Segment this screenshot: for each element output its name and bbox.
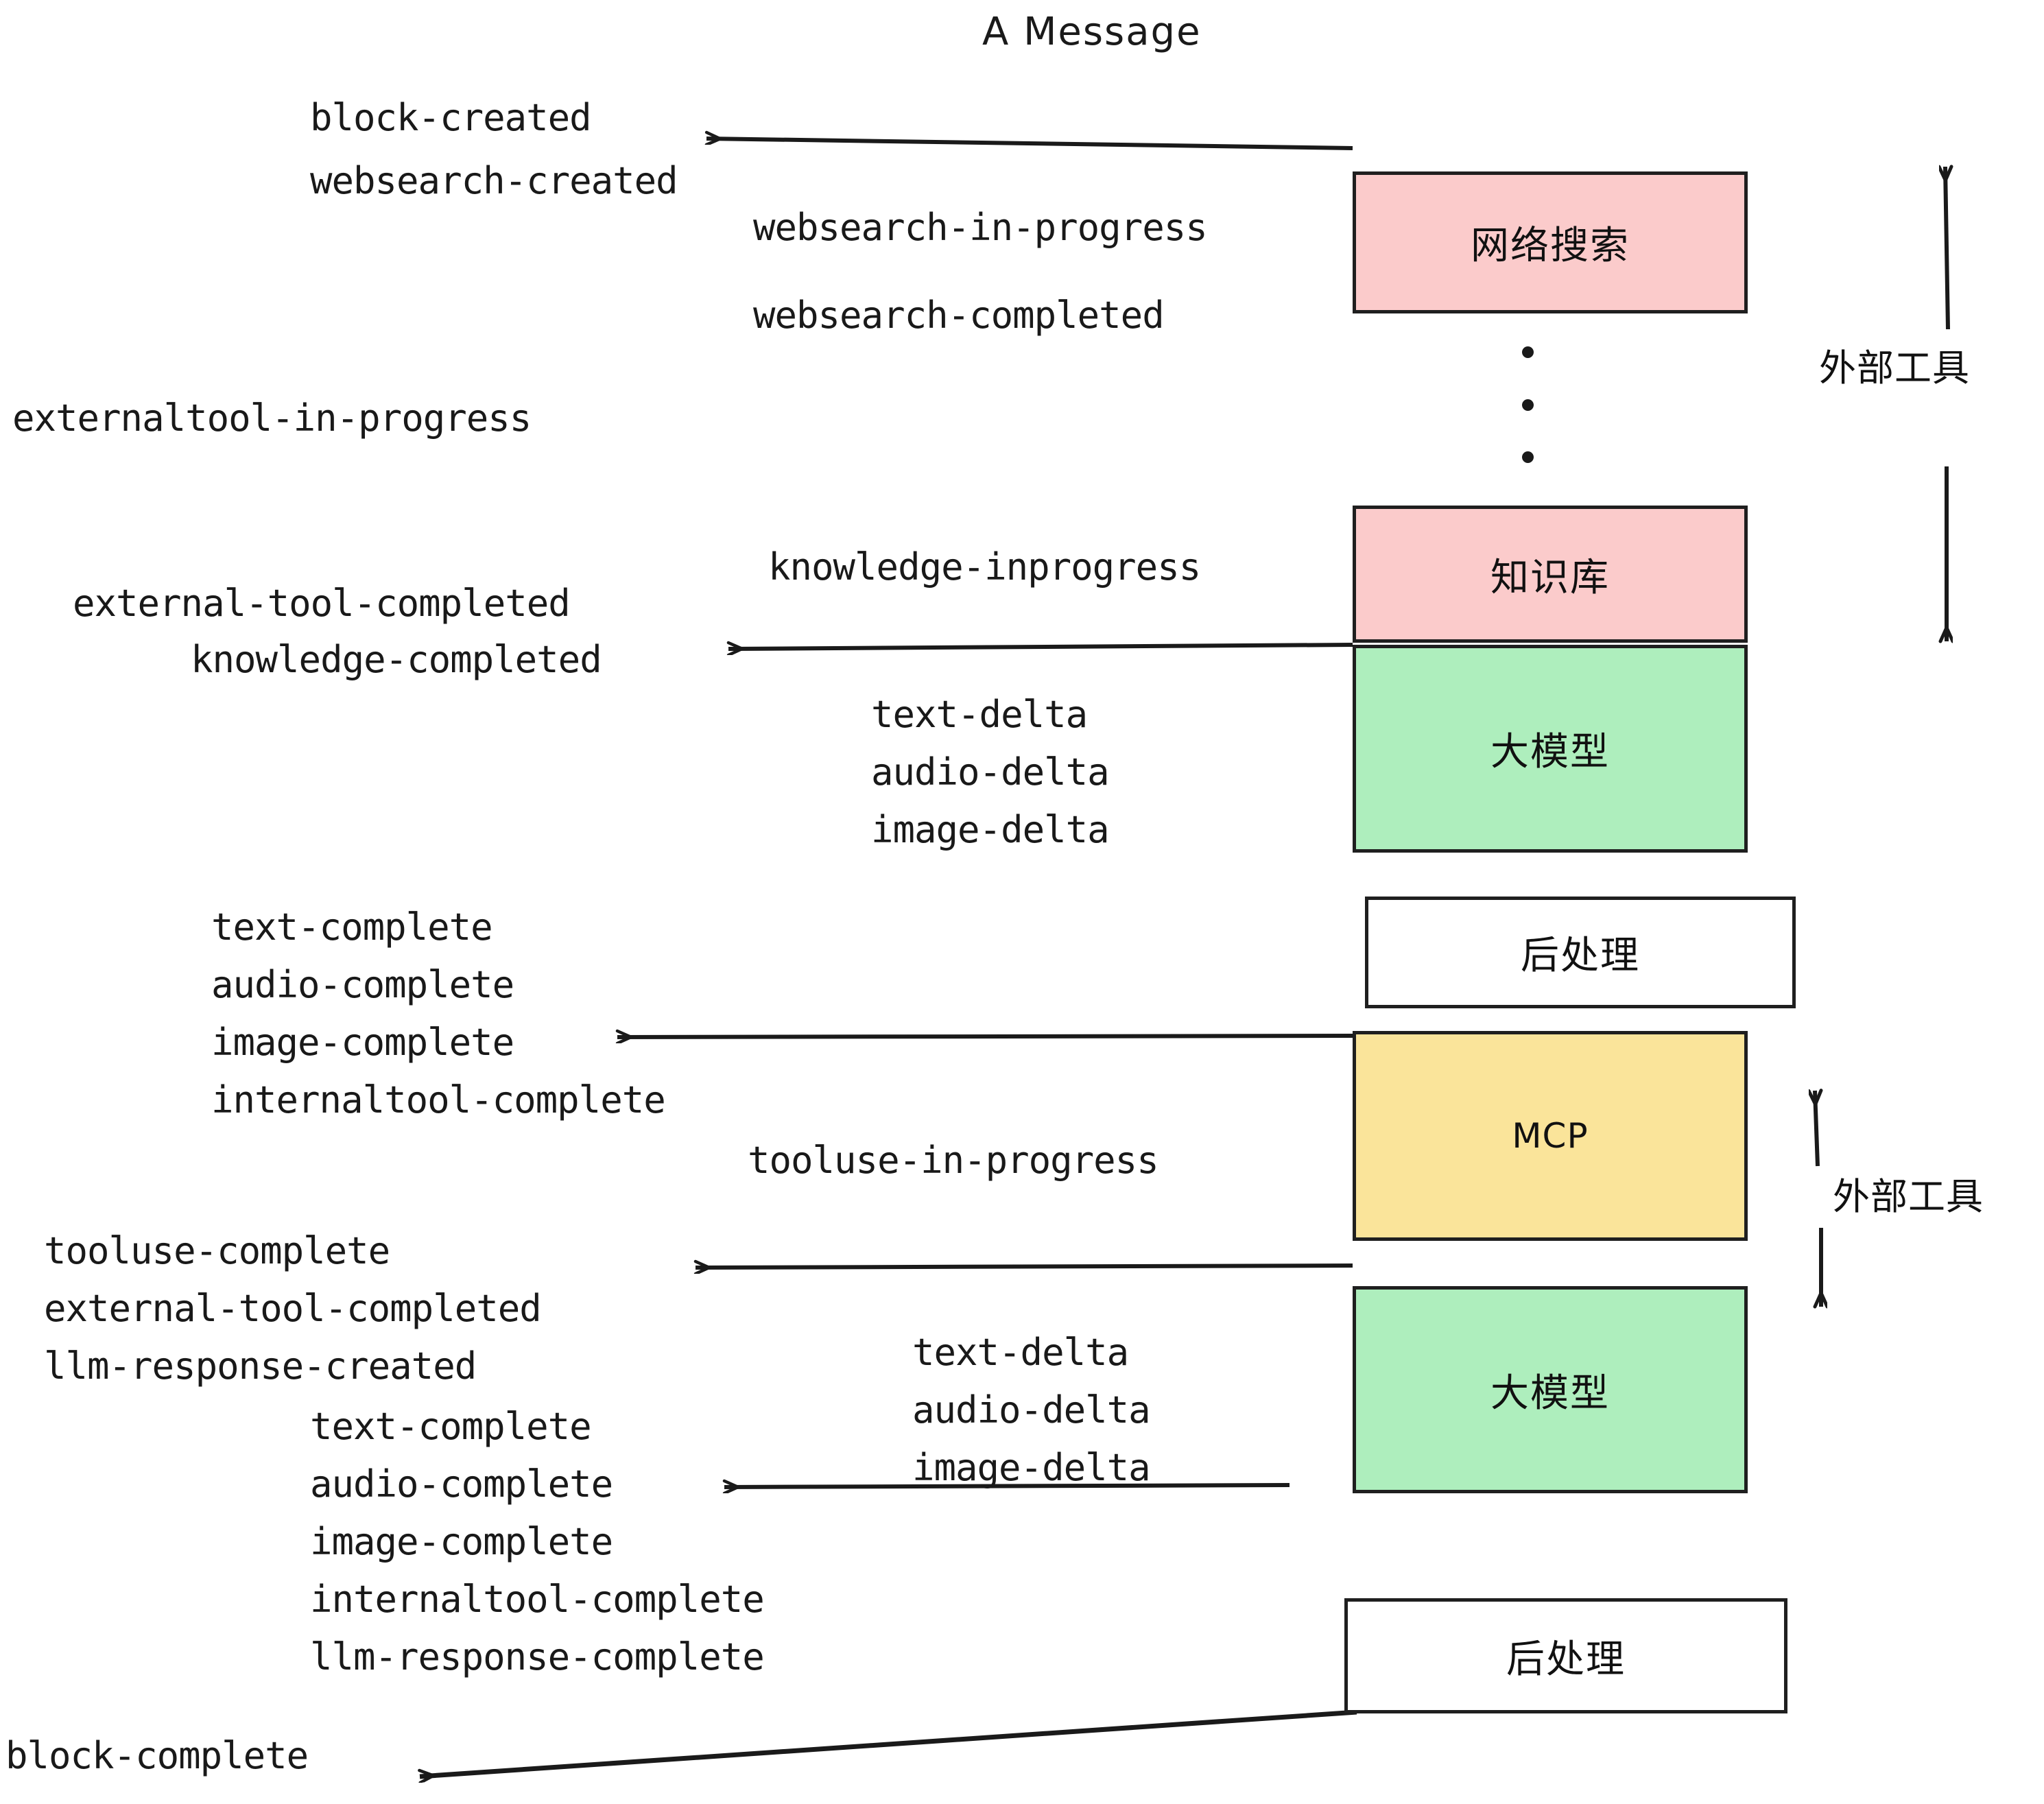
- node-postprocess-2-label: 后处理: [1506, 1637, 1626, 1682]
- side-label-external-tools-top: 外部工具: [1819, 346, 1970, 390]
- event-group-tooluse-complete: tooluse-complete external-tool-completed…: [44, 1222, 542, 1395]
- node-postprocess-1[interactable]: 后处理: [1365, 897, 1796, 1008]
- arrow-mcp-to-tooluse-complete: [696, 1266, 1353, 1268]
- event-externaltool-in-progress: externaltool-in-progress: [12, 396, 532, 440]
- node-llm-1[interactable]: 大模型: [1353, 645, 1748, 853]
- arrow-postprocess1-to-image-complete: [617, 1036, 1353, 1037]
- dot-3: [1521, 451, 1534, 463]
- arrow-postprocess2-to-block-complete: [420, 1709, 1357, 1777]
- event-block-complete: block-complete: [5, 1734, 309, 1777]
- event-image-delta-1: image-delta: [871, 808, 1110, 851]
- event-group-complete-2: text-complete audio-complete image-compl…: [310, 1398, 765, 1686]
- bracket-external-tools-bottom: [1815, 1091, 1821, 1307]
- event-text-delta-2: text-delta: [912, 1331, 1129, 1374]
- event-external-tool-completed-2: external-tool-completed: [44, 1287, 542, 1330]
- event-block-created: block-created: [310, 96, 592, 139]
- page-title: A Message: [982, 10, 1202, 54]
- event-tooluse-in-progress: tooluse-in-progress: [748, 1139, 1159, 1182]
- event-text-delta-1: text-delta: [871, 693, 1088, 736]
- event-group-complete-1: text-complete audio-complete image-compl…: [211, 899, 666, 1129]
- event-websearch-in-progress: websearch-in-progress: [753, 206, 1208, 249]
- event-tooluse-complete: tooluse-complete: [44, 1229, 390, 1272]
- node-postprocess-1-label: 后处理: [1521, 934, 1640, 978]
- node-mcp-label: MCP: [1512, 1116, 1589, 1156]
- event-llm-response-complete: llm-response-complete: [310, 1635, 765, 1678]
- node-knowledge-label: 知识库: [1490, 555, 1610, 600]
- event-audio-complete-1: audio-complete: [211, 963, 514, 1006]
- node-postprocess-2[interactable]: 后处理: [1344, 1598, 1787, 1713]
- event-audio-delta-2: audio-delta: [912, 1388, 1151, 1432]
- event-image-delta-2: image-delta: [912, 1446, 1151, 1489]
- event-group-delta-1: text-delta audio-delta image-delta: [871, 686, 1110, 859]
- side-label-external-tools-bottom: 外部工具: [1833, 1175, 1984, 1218]
- node-llm-2-label: 大模型: [1490, 1370, 1610, 1416]
- event-internaltool-complete-2: internaltool-complete: [310, 1578, 765, 1621]
- event-llm-response-created: llm-response-created: [44, 1344, 477, 1388]
- event-websearch-created: websearch-created: [310, 159, 678, 202]
- event-audio-delta-1: audio-delta: [871, 750, 1110, 794]
- bracket-external-tools-top: [1945, 167, 1948, 641]
- event-image-complete-1: image-complete: [211, 1021, 514, 1064]
- event-knowledge-inprogress: knowledge-inprogress: [768, 545, 1201, 589]
- node-llm-2[interactable]: 大模型: [1353, 1286, 1748, 1493]
- dot-1: [1521, 346, 1534, 358]
- event-text-complete-2: text-complete: [310, 1405, 592, 1448]
- event-audio-complete-2: audio-complete: [310, 1462, 613, 1506]
- event-text-complete-1: text-complete: [211, 905, 493, 949]
- node-knowledge[interactable]: 知识库: [1353, 506, 1748, 643]
- event-external-tool-completed-1: external-tool-completed: [73, 582, 571, 625]
- arrow-websearch-to-block-created: [706, 139, 1353, 150]
- arrow-knowledge-to-completed: [728, 645, 1353, 649]
- dot-2: [1521, 399, 1534, 411]
- event-internaltool-complete-1: internaltool-complete: [211, 1078, 666, 1121]
- event-websearch-completed: websearch-completed: [753, 294, 1165, 337]
- node-mcp[interactable]: MCP: [1353, 1031, 1748, 1241]
- node-websearch[interactable]: 网络搜索: [1353, 171, 1748, 313]
- node-llm-1-label: 大模型: [1490, 730, 1610, 774]
- event-group-delta-2: text-delta audio-delta image-delta: [912, 1324, 1151, 1497]
- event-image-complete-2: image-complete: [310, 1520, 613, 1563]
- node-websearch-label: 网络搜索: [1471, 224, 1630, 268]
- event-knowledge-completed: knowledge-completed: [191, 638, 602, 681]
- ellipsis-dots: [1521, 346, 1534, 463]
